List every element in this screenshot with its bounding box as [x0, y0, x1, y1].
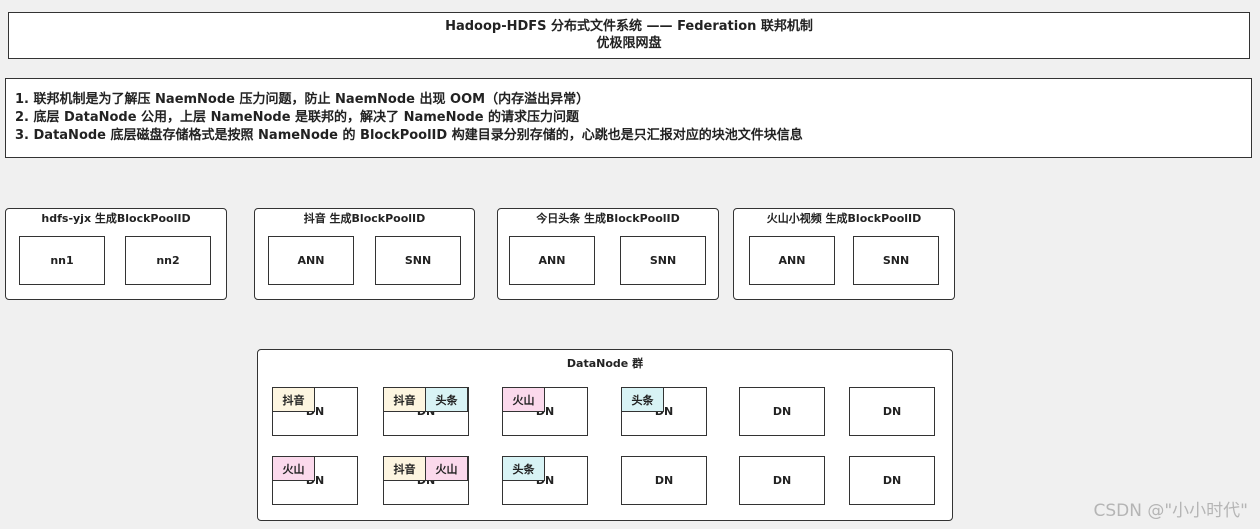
datanode-cluster: DataNode 群	[257, 349, 953, 521]
namenode-box: nn2	[125, 236, 211, 285]
block-pool-tag: 火山	[502, 387, 545, 412]
watermark: CSDN @"小小时代"	[1093, 501, 1248, 521]
group-title: 抖音 生成BlockPoolID	[303, 212, 426, 225]
block-pool-tag: 头条	[621, 387, 664, 412]
group-title: hdfs-yjx 生成BlockPoolID	[41, 212, 191, 225]
namenode-box: ANN	[509, 236, 595, 285]
block-pool-tag: 火山	[425, 456, 468, 481]
namenode-group: 今日头条 生成BlockPoolID ANN SNN	[497, 208, 719, 300]
group-title: 火山小视频 生成BlockPoolID	[766, 212, 922, 225]
diagram-subtitle: 优极限网盘	[596, 36, 662, 51]
datanode-cluster-title: DataNode 群	[566, 357, 644, 370]
note-line: 2. 底层 DataNode 公用，上层 NameNode 是联邦的，解决了 N…	[15, 110, 580, 125]
namenode-box: nn1	[19, 236, 105, 285]
diagram-title: Hadoop-HDFS 分布式文件系统 —— Federation 联邦机制	[445, 19, 813, 34]
datanode-box: DN	[849, 387, 935, 436]
namenode-box: ANN	[268, 236, 354, 285]
datanode-box: DN	[849, 456, 935, 505]
block-pool-tag: 抖音	[383, 387, 426, 412]
namenode-group: 抖音 生成BlockPoolID ANN SNN	[254, 208, 475, 300]
note-line: 3. DataNode 底层磁盘存储格式是按照 NameNode 的 Block…	[15, 128, 803, 143]
block-pool-tag: 抖音	[383, 456, 426, 481]
namenode-box: SNN	[853, 236, 939, 285]
title-box: Hadoop-HDFS 分布式文件系统 —— Federation 联邦机制 优…	[8, 12, 1250, 59]
block-pool-tag: 头条	[502, 456, 545, 481]
namenode-box: SNN	[375, 236, 461, 285]
datanode-box: DN	[739, 387, 825, 436]
namenode-box: SNN	[620, 236, 706, 285]
block-pool-tag: 抖音	[272, 387, 315, 412]
namenode-group: 火山小视频 生成BlockPoolID ANN SNN	[733, 208, 955, 300]
notes-box: 1. 联邦机制是为了解压 NaemNode 压力问题，防止 NaemNode 出…	[5, 78, 1252, 158]
note-line: 1. 联邦机制是为了解压 NaemNode 压力问题，防止 NaemNode 出…	[15, 92, 590, 107]
namenode-group: hdfs-yjx 生成BlockPoolID nn1 nn2	[5, 208, 227, 300]
block-pool-tag: 头条	[425, 387, 468, 412]
datanode-box: DN	[739, 456, 825, 505]
group-title: 今日头条 生成BlockPoolID	[536, 212, 680, 225]
datanode-box: DN	[621, 456, 707, 505]
namenode-box: ANN	[749, 236, 835, 285]
block-pool-tag: 火山	[272, 456, 315, 481]
